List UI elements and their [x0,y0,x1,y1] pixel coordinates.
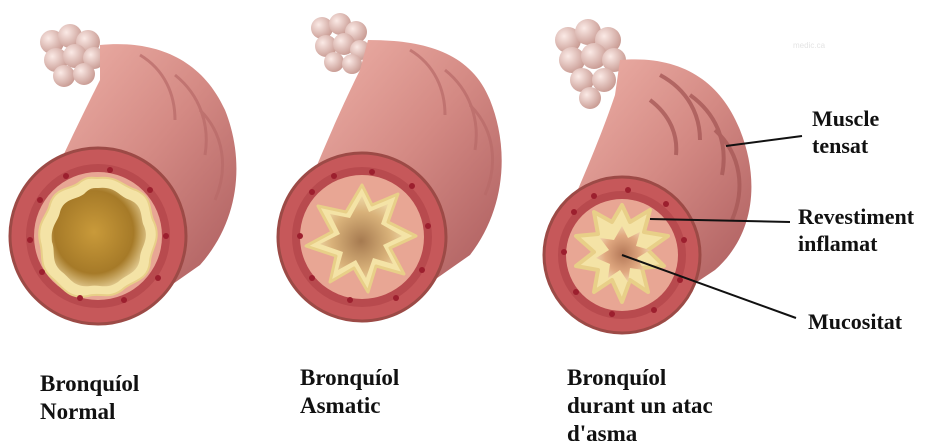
bronchiole-attack [544,19,751,333]
caption-normal-line-1: Bronquíol [40,370,139,398]
label-muscle-line-1: Muscle [812,105,879,132]
bronchiole-asthmatic [278,13,502,321]
caption-attack: Bronquíol durant un atac d'asma [567,364,713,448]
label-muscle-line-2: tensat [812,132,879,159]
caption-asthmatic-line-2: Asmatic [300,392,399,420]
label-muscle: Muscle tensat [812,105,879,159]
label-lining-line-2: inflamat [798,230,914,257]
label-lining: Revestiment inflamat [798,203,914,257]
alveoli-cluster-asthmatic [311,13,370,74]
caption-normal-line-2: Normal [40,398,139,426]
caption-asthmatic: Bronquíol Asmatic [300,364,399,420]
caption-attack-line-2: durant un atac [567,392,713,420]
caption-attack-line-1: Bronquíol [567,364,713,392]
caption-asthmatic-line-1: Bronquíol [300,364,399,392]
caption-normal: Bronquíol Normal [40,370,139,426]
label-lining-line-1: Revestiment [798,203,914,230]
watermark: medic.ca [793,41,825,50]
bronchiole-normal [10,24,236,324]
caption-attack-line-3: d'asma [567,420,713,448]
label-mucus: Mucositat [808,308,902,335]
alveoli-cluster-normal [40,24,105,87]
label-mucus-line-1: Mucositat [808,308,902,335]
